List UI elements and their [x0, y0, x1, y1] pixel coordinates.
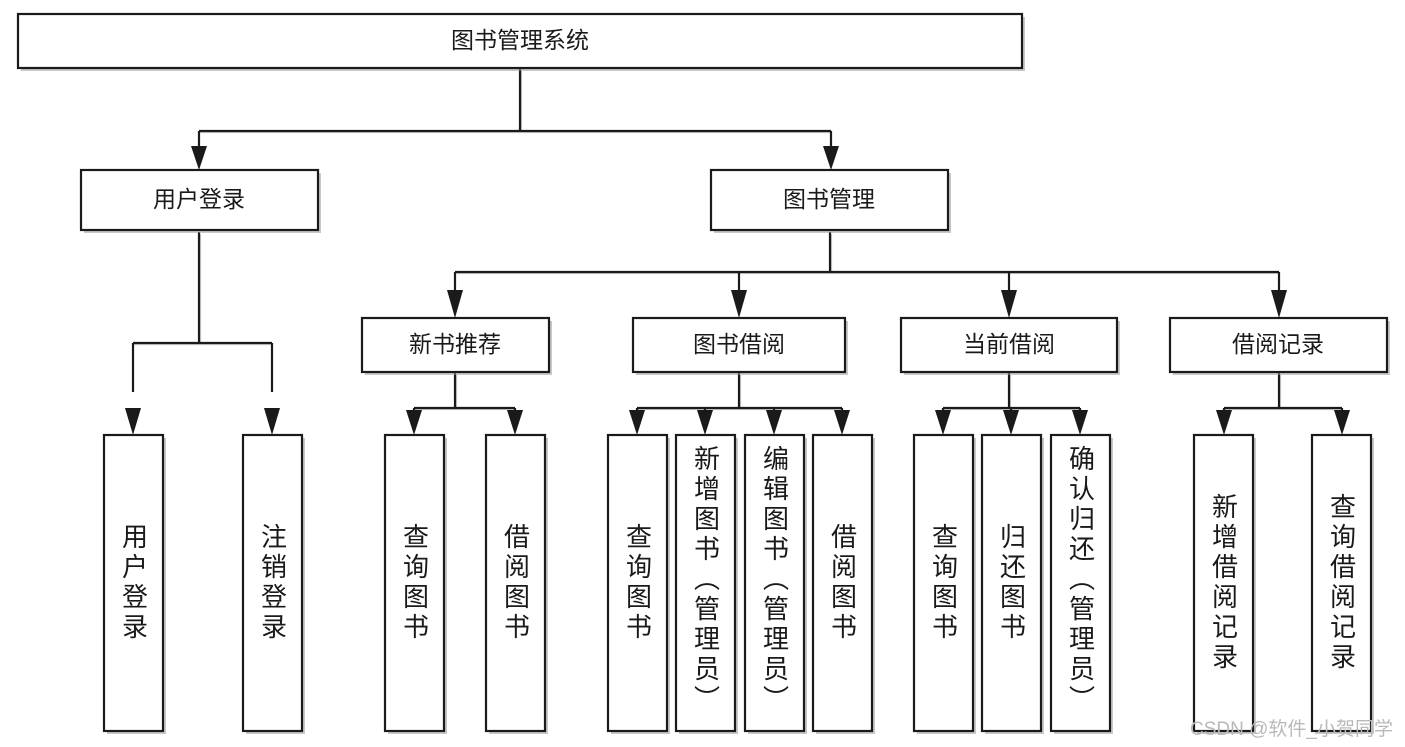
edge-userlogin-to-leaves [125, 232, 280, 435]
node-leaf-return-book[interactable] [980, 433, 1044, 734]
node-leaf-user-login[interactable] [102, 433, 166, 734]
node-leaf-logout-login[interactable] [241, 433, 305, 734]
node-new-book-recommend[interactable]: 新书推荐 [360, 316, 552, 375]
node-user-login-label: 用户登录 [153, 186, 245, 212]
node-new-book-recommend-label: 新书推荐 [409, 331, 501, 357]
edge-borrowrecord-to-leaves [1216, 373, 1350, 435]
csdn-watermark: CSDN @软件_小贺同学 [1190, 719, 1393, 740]
node-leaf-query-book-3[interactable] [912, 433, 976, 734]
node-current-borrow-label: 当前借阅 [963, 331, 1055, 357]
node-book-borrow[interactable]: 图书借阅 [631, 316, 848, 375]
node-borrow-record-label: 借阅记录 [1232, 331, 1324, 357]
node-root-label: 图书管理系统 [451, 27, 589, 53]
leaf-boxes [102, 433, 1374, 734]
node-leaf-edit-book[interactable] [743, 433, 807, 734]
node-leaf-confirm-return[interactable] [1049, 433, 1113, 734]
node-leaf-query-record[interactable] [1310, 433, 1374, 734]
edge-newbook-to-leaves [406, 373, 523, 435]
node-leaf-borrow-book-2[interactable] [811, 433, 875, 734]
node-current-borrow[interactable]: 当前借阅 [899, 316, 1120, 375]
node-book-borrow-label: 图书借阅 [693, 331, 785, 357]
edge-currentborrow-to-leaves [935, 373, 1088, 435]
edge-bookmgmt-to-level3 [447, 232, 1287, 318]
edge-bookborrow-to-leaves [629, 373, 850, 435]
node-leaf-add-book[interactable] [674, 433, 738, 734]
node-root[interactable]: 图书管理系统 [16, 12, 1025, 71]
node-book-management[interactable]: 图书管理 [709, 168, 951, 233]
node-leaf-add-record[interactable] [1192, 433, 1256, 734]
node-book-management-label: 图书管理 [783, 186, 875, 212]
node-user-login[interactable]: 用户登录 [79, 168, 321, 233]
node-leaf-borrow-book-1[interactable] [484, 433, 548, 734]
node-leaf-query-book-1[interactable] [383, 433, 447, 734]
edge-layer [125, 68, 1350, 435]
node-leaf-query-book-2[interactable] [606, 433, 670, 734]
edge-root-to-level2 [191, 68, 839, 170]
node-borrow-record[interactable]: 借阅记录 [1168, 316, 1390, 375]
